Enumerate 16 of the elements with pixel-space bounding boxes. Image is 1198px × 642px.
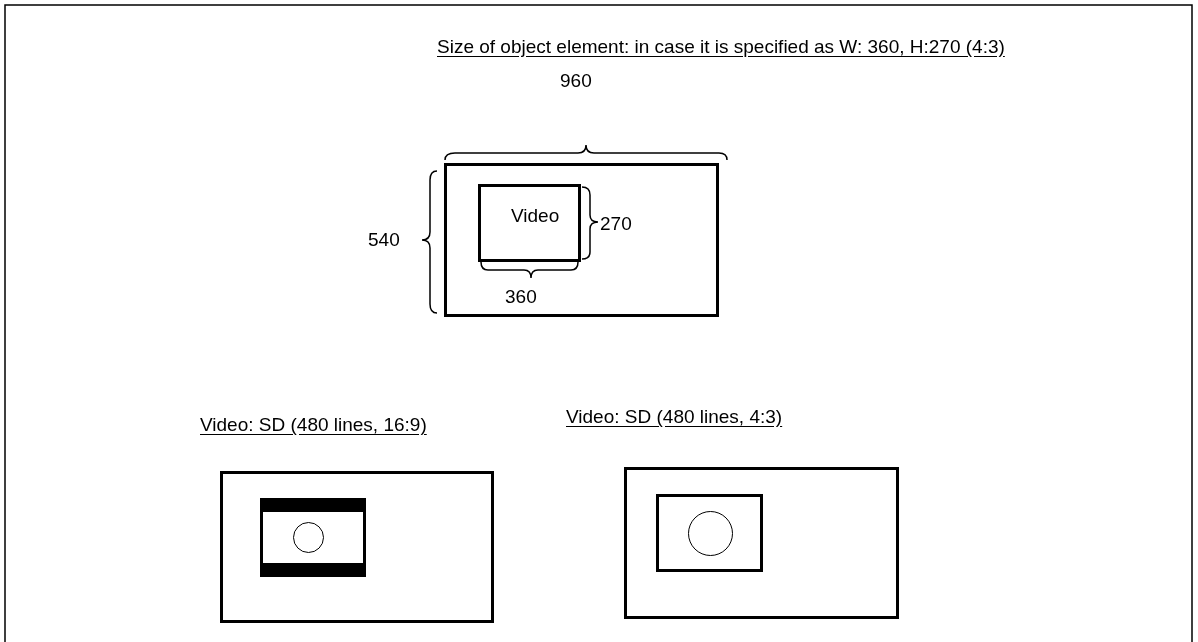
section-heading: Video: SD (480 lines, 16:9) — [200, 414, 427, 436]
diagram-title: Size of object element: in case it is specified as W: 360, H:270 (4:3) — [437, 36, 1005, 58]
dimension-label: 960 — [560, 70, 592, 92]
frame-rectangle — [220, 471, 494, 623]
dimension-label: 540 — [368, 229, 400, 251]
frame-rectangle — [624, 467, 899, 619]
circle-shape — [293, 522, 324, 553]
frame-rectangle — [656, 494, 763, 572]
frame-rectangle — [444, 163, 719, 317]
section-heading: Video: SD (480 lines, 4:3) — [566, 406, 783, 428]
video-box — [478, 184, 581, 262]
box-text: Video — [511, 205, 560, 227]
dimension-label: 360 — [505, 286, 537, 308]
letterbox-frame — [260, 498, 366, 577]
circle-shape — [688, 511, 733, 556]
dimension-label: 270 — [600, 213, 632, 235]
